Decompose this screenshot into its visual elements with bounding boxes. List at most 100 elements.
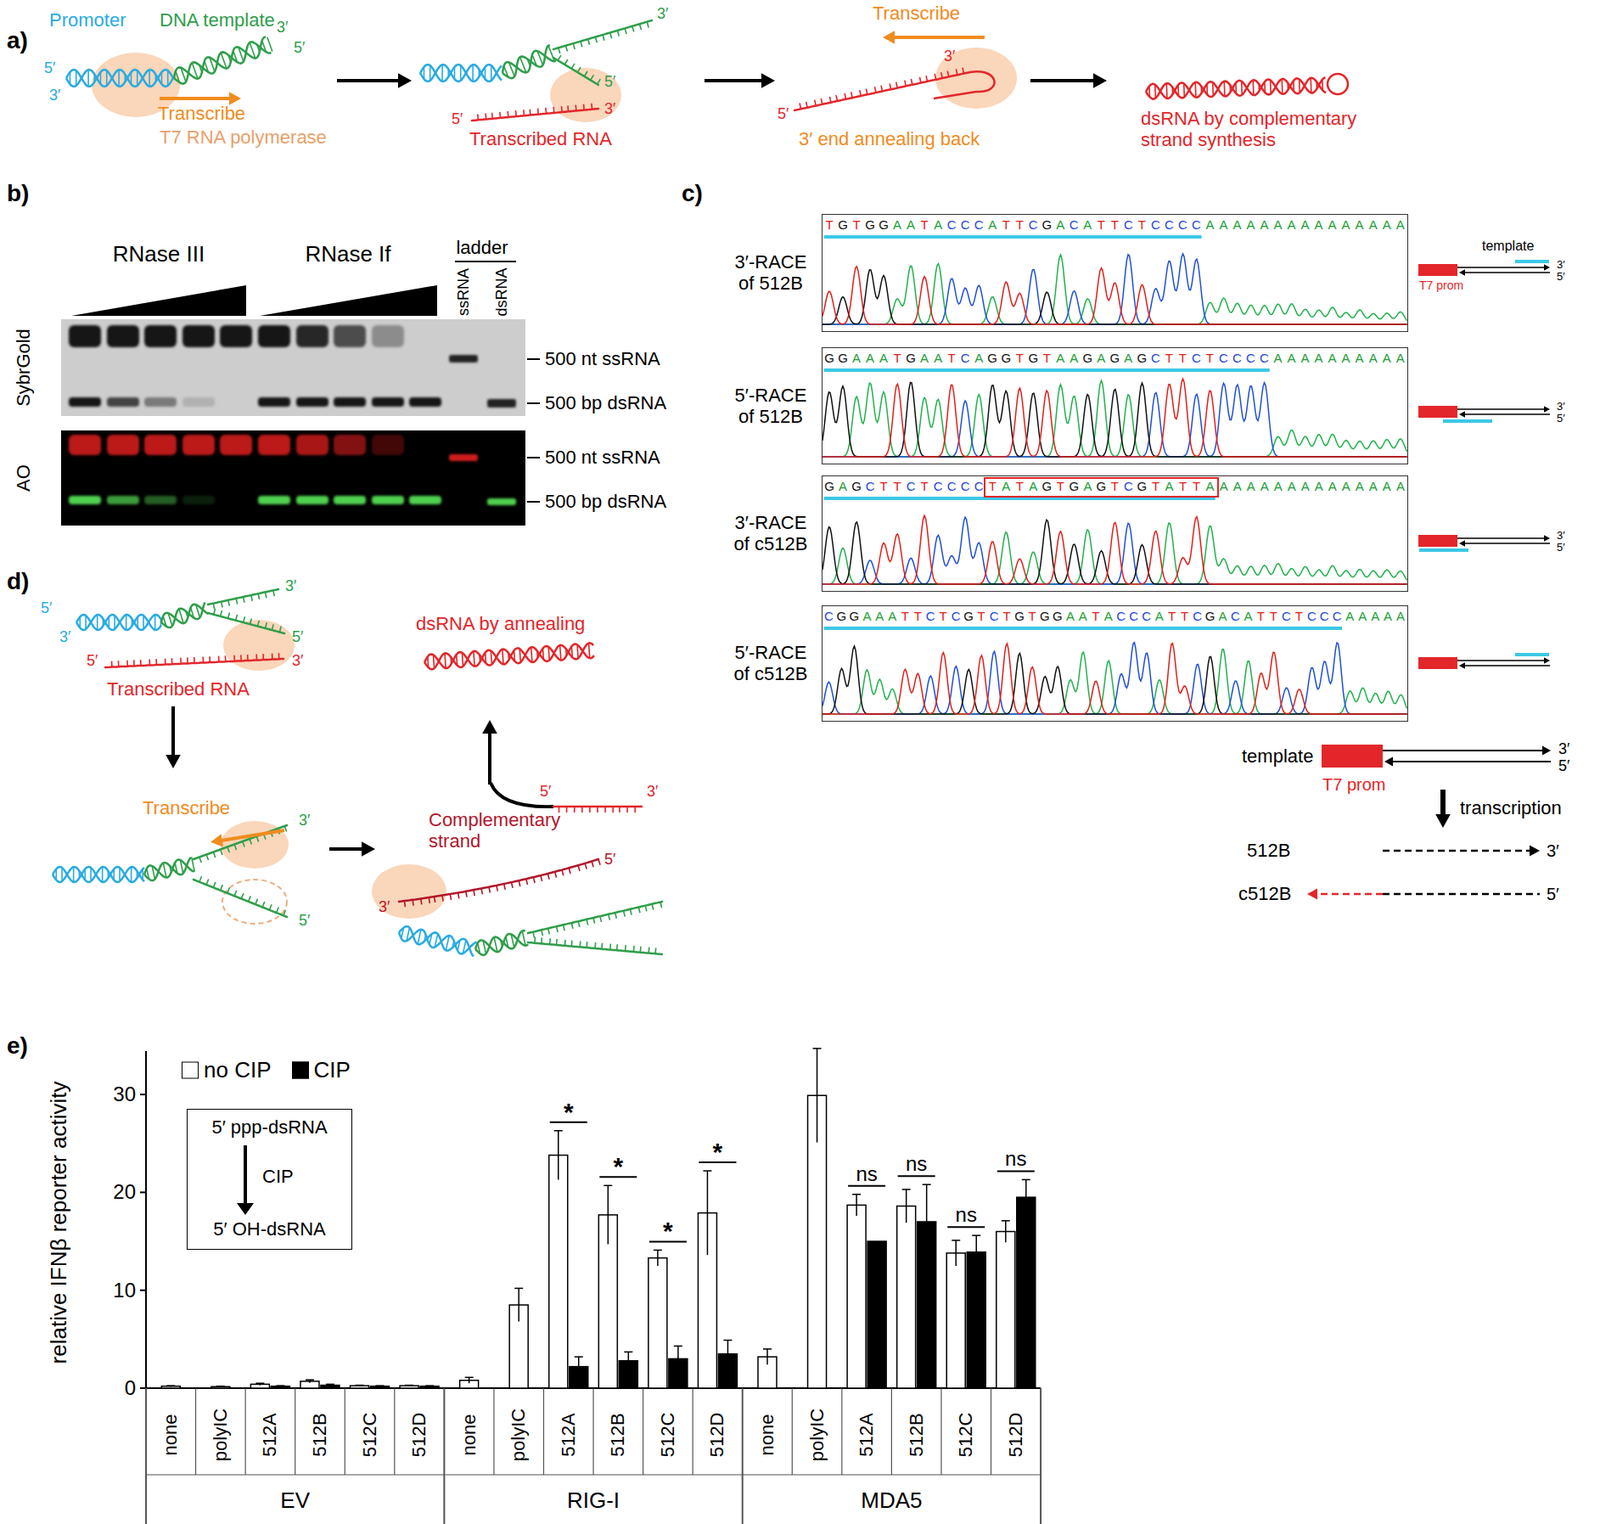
nucleotide-tick xyxy=(411,899,415,906)
label-slot: 3′ xyxy=(1546,841,1560,861)
base-letter: G xyxy=(1039,478,1054,495)
nucleotide-tick xyxy=(449,893,451,900)
base-letter: A xyxy=(1343,608,1357,624)
significance-mark: ns xyxy=(855,1162,877,1186)
strand-end: 3′ xyxy=(285,577,297,596)
lane-label: dsRNA xyxy=(493,267,511,316)
error-bar xyxy=(816,1048,819,1143)
base-letter: G xyxy=(1203,608,1217,624)
label-slot: 0 xyxy=(124,1375,136,1400)
nucleotide-tick xyxy=(213,608,216,615)
lane-label: ssRNA xyxy=(454,268,473,316)
category-label: 512B xyxy=(607,1412,629,1456)
error-cap xyxy=(376,1384,385,1387)
base-letter: A xyxy=(860,608,874,624)
nucleotide-tick xyxy=(851,91,853,98)
table-rule xyxy=(741,1387,744,1524)
gel-band xyxy=(296,397,329,407)
label-slot: 3′ xyxy=(298,811,310,830)
nucleotide-tick xyxy=(242,841,245,848)
process-label: Transcribe xyxy=(157,102,246,124)
label-slot: 5′ xyxy=(777,105,789,124)
tick-label: 0 xyxy=(124,1375,136,1400)
base-letter: A xyxy=(999,478,1013,495)
base-letter: A xyxy=(931,217,945,233)
nucleotide-tick xyxy=(213,881,216,888)
nucleotide-tick xyxy=(255,654,258,661)
gel-band xyxy=(106,434,140,455)
table-rule xyxy=(940,1387,942,1475)
label-slot: 3′ xyxy=(1556,529,1566,543)
nucleotide-tick xyxy=(602,34,605,41)
sequence-slot: TGTGGAATACCCATTCGACATTCTCCCCAAAAAAAAAAAA… xyxy=(822,217,1408,233)
nucleotide-tick xyxy=(574,104,577,111)
gel-band xyxy=(487,398,517,408)
base-letter: A xyxy=(1285,478,1299,495)
significance-bracket xyxy=(947,1225,985,1228)
label-slot: Transcribed RNA xyxy=(106,678,250,700)
label-slot: * xyxy=(563,1097,574,1128)
error-cap xyxy=(603,1184,612,1187)
base-letter: C xyxy=(1127,608,1140,624)
error-cap xyxy=(813,1047,822,1050)
single-strand xyxy=(207,589,279,605)
strand-end: 5′ xyxy=(539,782,551,801)
nucleotide-tick xyxy=(404,900,407,907)
nucleotide-tick xyxy=(477,113,479,120)
base-pair xyxy=(154,614,157,630)
nucleotide-tick xyxy=(117,660,120,667)
nucleotide-tick xyxy=(584,863,587,870)
label-slot: 512C xyxy=(955,1412,977,1458)
nucleotide-tick xyxy=(947,71,949,78)
nucleotide-tick xyxy=(481,887,483,894)
gel-band xyxy=(296,325,329,348)
base-pair xyxy=(1280,78,1283,95)
table-rule xyxy=(245,1387,247,1475)
nucleotide-tick xyxy=(265,622,268,629)
sequence-slot: CGGAAATTCTCGTCTGTGGAATACCCATTCGACATTCTCC… xyxy=(822,608,1408,624)
nucleotide-tick xyxy=(220,610,223,617)
step-arrow-head xyxy=(482,719,498,734)
gel-band xyxy=(106,325,140,348)
base-letter: A xyxy=(903,217,918,233)
label-slot: c) xyxy=(681,179,703,208)
nucleotide-tick xyxy=(564,939,567,946)
size-tick xyxy=(527,402,540,405)
base-pair xyxy=(471,64,474,82)
base-letter: A xyxy=(1380,478,1394,495)
template-strand xyxy=(1457,537,1545,539)
read-region xyxy=(824,626,1342,630)
nucleotide-tick xyxy=(555,871,557,878)
label-slot: 10 xyxy=(112,1278,136,1303)
base-letter: T xyxy=(1107,217,1122,233)
region-label: Promoter xyxy=(49,9,126,31)
legend-swatch xyxy=(291,1061,309,1078)
nucleotide-tick xyxy=(651,903,654,910)
nucleotide-tick xyxy=(458,892,460,899)
label-slot: MDA5 xyxy=(860,1487,922,1514)
nucleotide-tick xyxy=(586,919,589,926)
size-marker: 500 bp dsRNA xyxy=(544,392,667,414)
category-label: 512C xyxy=(359,1412,381,1458)
error-cap xyxy=(404,1384,414,1387)
nucleotide-tick xyxy=(562,924,565,931)
base-letter: T xyxy=(975,608,989,624)
label-slot: b) xyxy=(6,179,29,208)
base-letter: A xyxy=(1230,478,1245,495)
base-pair xyxy=(101,866,104,882)
gel-band xyxy=(296,434,329,455)
template-strand-head xyxy=(1384,757,1393,767)
label-slot: 500 bp dsRNA xyxy=(544,392,667,414)
strand-end: 5′ xyxy=(86,651,98,670)
base-letter: C xyxy=(1162,217,1176,233)
base-letter: A xyxy=(1312,478,1326,495)
base-letter: A xyxy=(1393,478,1408,495)
base-letter: G xyxy=(1134,478,1149,495)
helix-strand xyxy=(420,64,502,82)
table-rule xyxy=(1039,1387,1042,1524)
nucleotide-tick xyxy=(491,112,494,119)
nucleotide-tick xyxy=(578,920,580,927)
nucleotide-tick xyxy=(572,43,575,50)
size-tick xyxy=(527,456,540,459)
label-slot: Transcribe xyxy=(142,797,231,819)
